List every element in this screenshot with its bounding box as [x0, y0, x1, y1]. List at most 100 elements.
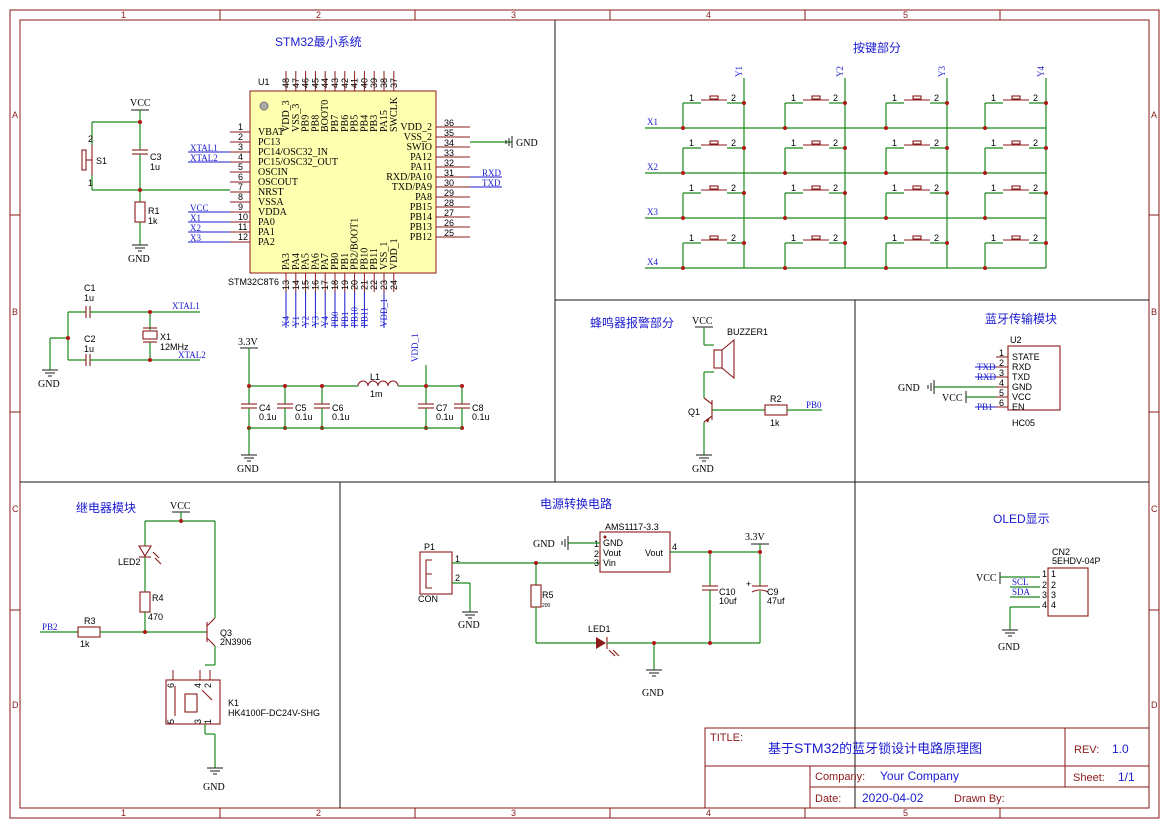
- mcu-pin-name: PC13: [258, 137, 280, 148]
- q1-ref: Q1: [688, 407, 700, 417]
- junction-dot: [460, 384, 464, 388]
- keypad-col-label: Y3: [937, 66, 947, 77]
- junction-dot: [945, 146, 949, 150]
- relay-pin-number: 6: [166, 683, 176, 688]
- col-label-bottom: 5: [903, 808, 908, 818]
- mcu-pin-number: 23: [379, 280, 389, 290]
- junction-dot: [884, 171, 888, 175]
- section-title-oled: OLED显示: [993, 512, 1050, 526]
- switch-button: [811, 140, 821, 145]
- reg-gnd-label: GND: [533, 539, 555, 550]
- mcu-net-label: TXD: [482, 178, 501, 188]
- mcu-pin-number: 46: [301, 78, 311, 88]
- mcu-pin-name: TXD/PA9: [392, 182, 432, 193]
- mcu-pin-name: PB9: [301, 115, 312, 132]
- mcu-pin-name: PA7: [320, 253, 331, 270]
- mcu-pin-number: 22: [369, 280, 379, 290]
- col-label-top: 1: [121, 10, 126, 20]
- mcu-pin-name: PB10: [359, 248, 370, 270]
- crystal-circuit: C1 1u C2 1u GND X1 12MHz XTAL1 XTAL2: [38, 283, 206, 390]
- keypad-row-label: X3: [647, 207, 658, 217]
- junction-dot: [884, 126, 888, 130]
- mcu-pin-number: 2: [238, 132, 243, 142]
- title-emph: STM32: [794, 740, 839, 756]
- switch-pin-1: 1: [991, 93, 996, 103]
- switch-button: [709, 140, 719, 145]
- junction-dot: [783, 216, 787, 220]
- switch-pin-1: 1: [689, 93, 694, 103]
- section-title-relay: 继电器模块: [76, 501, 136, 515]
- mcu-pin-number: 1: [238, 122, 243, 132]
- mcu-pin-number: 41: [350, 78, 360, 88]
- mcu-pin-number: 26: [444, 218, 454, 228]
- switch-pin-2: 2: [934, 183, 939, 193]
- mcu-pin-number: 19: [340, 280, 350, 290]
- xtal2-net: XTAL2: [178, 350, 206, 360]
- switch-pin2: 2: [88, 134, 93, 144]
- c2-ref: C2: [84, 334, 96, 344]
- col-label-top: 2: [316, 10, 321, 20]
- mcu-net-label: Y3: [310, 316, 320, 327]
- x1-ref: X1: [160, 332, 171, 342]
- crystal-gnd-label: GND: [38, 379, 60, 390]
- row-label-left: A: [12, 110, 18, 120]
- junction-dot: [843, 241, 847, 245]
- title-value: 基于STM32的蓝牙锁设计电路原理图: [768, 740, 982, 756]
- mcu-pin-number: 11: [238, 222, 247, 232]
- junction-dot: [742, 191, 746, 195]
- junction-dot: [742, 146, 746, 150]
- oled-pin4: 4: [1042, 600, 1047, 610]
- cap-ref: C4: [259, 403, 271, 413]
- mcu-pin-number: 38: [379, 78, 389, 88]
- reg-gnd-pin: GND: [603, 538, 624, 548]
- switch-pin-1: 1: [892, 183, 897, 193]
- col-label-top: 5: [903, 10, 908, 20]
- junction-dot: [1044, 101, 1048, 105]
- bt-pin-name: GND: [1012, 382, 1033, 392]
- cap-value: 0.1u: [295, 412, 313, 422]
- col-label-bottom: 2: [316, 808, 321, 818]
- mcu-net-label: XTAL1: [190, 143, 218, 153]
- junction-dot: [681, 266, 685, 270]
- mcu-pin-name: PB2/BOOT1: [350, 218, 361, 270]
- relay-pin-number: 2: [203, 683, 213, 688]
- junction-dot: [320, 384, 324, 388]
- mcu-net-label: X3: [190, 233, 201, 243]
- power-circuit: P1 CON 1 2 GND AMS1117-3.3 GND Vout Vin …: [418, 522, 785, 699]
- section-title-mcu: STM32最小系统: [275, 35, 362, 49]
- bt-gnd-label: GND: [898, 383, 920, 394]
- junction-dot: [843, 101, 847, 105]
- reg-vout2-pin: Vout: [645, 548, 664, 558]
- mcu-pin-number: 29: [444, 188, 454, 198]
- switch-pin-1: 1: [791, 233, 796, 243]
- r2-value: 1k: [770, 418, 780, 428]
- mcu-pin-number: 24: [389, 280, 399, 290]
- junction-dot: [945, 101, 949, 105]
- row-label-left: D: [12, 700, 19, 710]
- mcu-pin-name: PB7: [330, 115, 341, 132]
- mcu-pin-name: VSS_3: [291, 104, 302, 132]
- bt-part: HC05: [1012, 418, 1035, 428]
- cap-ref: C8: [472, 403, 484, 413]
- bt-pin-name: EN: [1012, 402, 1025, 412]
- mcu-pin-number: 14: [291, 280, 301, 290]
- junction-dot: [843, 146, 847, 150]
- section-title-buzzer: 蜂鸣器报警部分: [590, 315, 674, 330]
- section-title-keys: 按键部分: [853, 40, 901, 55]
- mcu-part: STM32C8T6: [228, 277, 279, 287]
- mcu-net-label: PB1: [340, 311, 350, 327]
- mcu-pin-number: 39: [369, 78, 379, 88]
- section-dividers: [20, 20, 1149, 808]
- relay-gnd-label: GND: [203, 782, 225, 793]
- mcu-pin-name: PB12: [410, 232, 432, 243]
- col-label-top: 4: [706, 10, 711, 20]
- reg-pin2: 2: [594, 549, 599, 559]
- junction-dot: [1044, 191, 1048, 195]
- mcu-pin-name: PA2: [258, 237, 275, 248]
- mcu-pin-name: VDD_2: [400, 122, 432, 133]
- mcu-net-label: Y1: [291, 316, 301, 327]
- mcu-pin-name: SWCLK: [389, 96, 400, 132]
- mcu-pin-name: PA3: [281, 253, 292, 270]
